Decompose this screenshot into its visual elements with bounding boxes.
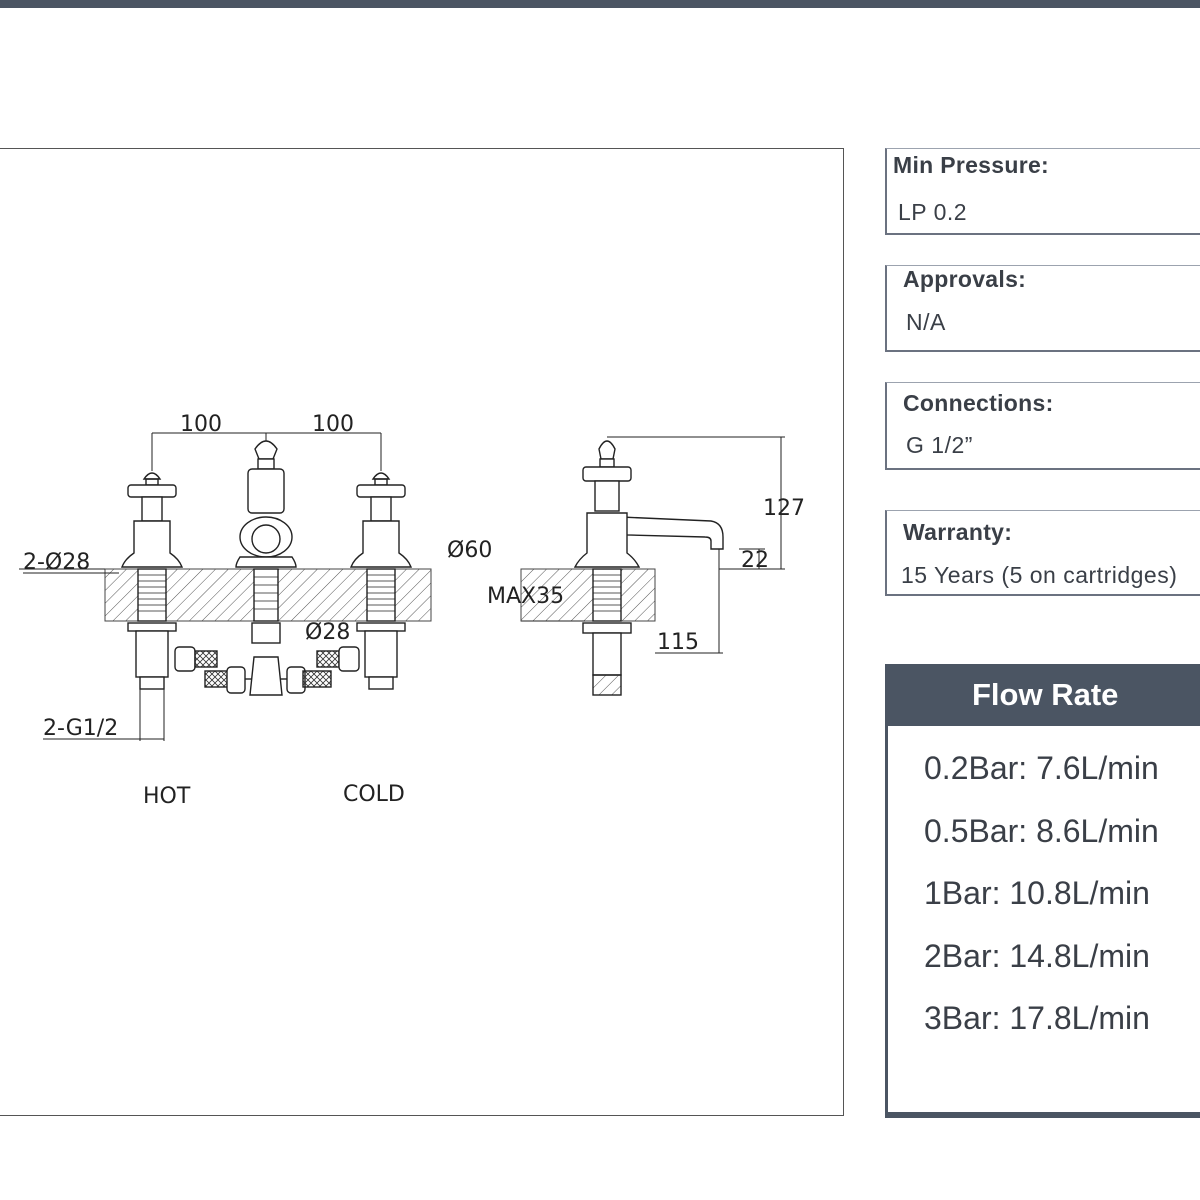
spec-approvals-label: Approvals:	[903, 266, 1027, 292]
flow-rate-row: 0.5Bar: 8.6L/min	[924, 813, 1159, 849]
technical-drawing-frame: 100 100 2-Ø28 Ø60 Ø28 2-G1/2 HOT COLD 12…	[0, 148, 844, 1116]
spec-warranty-value: 15 Years (5 on cartridges)	[901, 562, 1178, 588]
spec-min-pressure-value: LP 0.2	[898, 199, 968, 225]
spec-approvals: Approvals: N/A	[885, 265, 1200, 352]
flow-rate-header: Flow Rate	[888, 664, 1200, 726]
dim-spout-height: 22	[741, 548, 769, 573]
spec-min-pressure: Min Pressure: LP 0.2	[885, 148, 1200, 235]
flow-rate-row: 1Bar: 10.8L/min	[924, 875, 1150, 911]
flow-rate-panel: Flow Rate 0.2Bar: 7.6L/min 0.5Bar: 8.6L/…	[885, 664, 1200, 1118]
side-view	[520, 436, 785, 696]
front-view	[19, 432, 432, 741]
dim-hole-diameter: 2-Ø28	[23, 550, 90, 575]
flow-rate-row: 2Bar: 14.8L/min	[924, 938, 1150, 974]
top-bar	[0, 0, 1200, 8]
flow-rate-row: 3Bar: 17.8L/min	[924, 1000, 1150, 1036]
dim-thread: 2-G1/2	[43, 716, 118, 741]
label-cold: COLD	[343, 782, 405, 807]
spec-approvals-value: N/A	[906, 309, 946, 335]
spec-connections: Connections: G 1/2”	[885, 382, 1200, 470]
center-spout	[235, 440, 297, 696]
dim-left-spacing: 100	[180, 412, 222, 437]
spec-min-pressure-label: Min Pressure:	[893, 152, 1050, 178]
dim-deck-thickness: MAX35	[487, 584, 564, 609]
spec-connections-label: Connections:	[903, 390, 1054, 416]
cold-valve	[349, 472, 413, 690]
dim-right-spacing: 100	[312, 412, 354, 437]
dim-base-diameter: Ø60	[447, 538, 492, 563]
flow-rate-row: 0.2Bar: 7.6L/min	[924, 750, 1159, 786]
technical-drawing: 100 100 2-Ø28 Ø60 Ø28 2-G1/2 HOT COLD 12…	[19, 412, 805, 809]
dim-height: 127	[763, 496, 805, 521]
hot-valve	[120, 472, 184, 690]
dim-spout-reach: 115	[657, 630, 699, 655]
spec-warranty: Warranty: 15 Years (5 on cartridges)	[885, 510, 1200, 596]
dim-spout-diameter: Ø28	[305, 620, 350, 645]
spec-warranty-label: Warranty:	[903, 519, 1013, 545]
label-hot: HOT	[143, 784, 191, 809]
connecting-hoses	[174, 646, 360, 694]
spec-connections-value: G 1/2”	[906, 432, 973, 458]
flow-rate-title: Flow Rate	[972, 677, 1119, 712]
